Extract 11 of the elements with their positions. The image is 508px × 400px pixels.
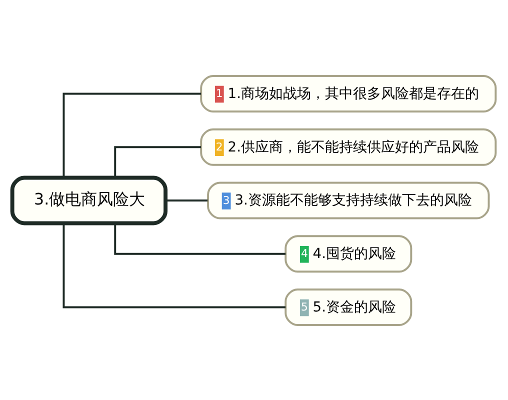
connector <box>166 199 208 201</box>
node-box: 4 4.囤货的风险 <box>284 234 412 272</box>
node-box: 3 3.资源能不能够支持持续做下去的风险 <box>207 181 490 219</box>
connector <box>114 222 286 254</box>
node-box: 3.做电商风险大 <box>10 175 168 225</box>
connector <box>62 222 286 308</box>
connector <box>114 146 201 178</box>
node-box: 1 1.商场如战场，其中很多风险都是存在的 <box>200 74 497 112</box>
connector <box>62 92 202 178</box>
node-box: 2 2.供应商，能不能持续供应好的产品风险 <box>200 128 497 166</box>
node-box: 5 5.资金的风险 <box>284 288 412 326</box>
